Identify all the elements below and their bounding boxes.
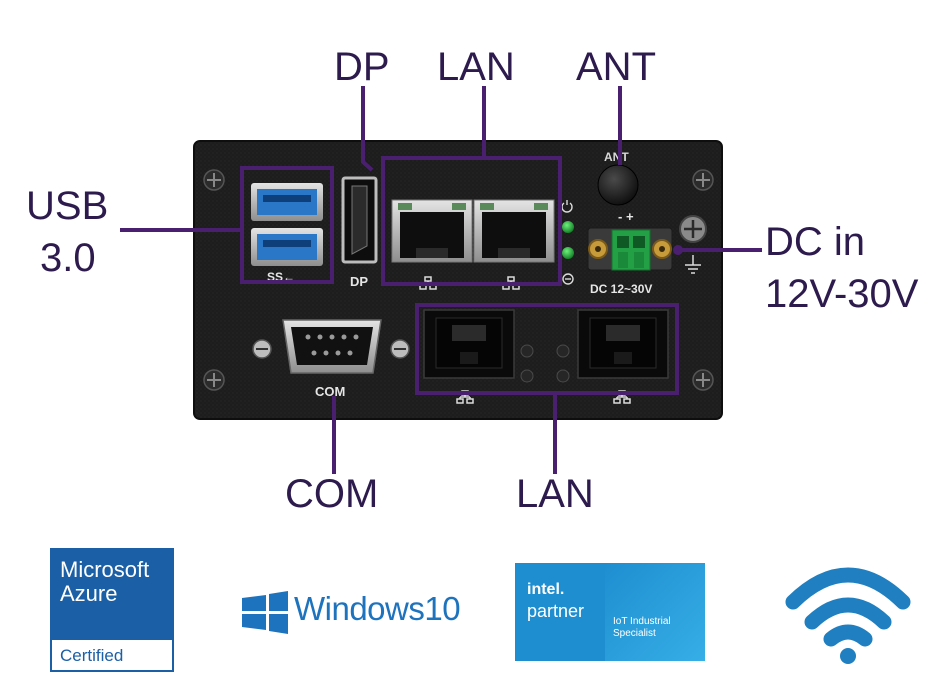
lan-bottom-highlight-box xyxy=(415,303,679,395)
callout-leaders xyxy=(120,86,762,474)
ant-panel-label: ANT xyxy=(604,150,629,164)
displayport-port xyxy=(341,176,378,264)
wifi-icon xyxy=(785,567,911,647)
intel-tier-line1: IoT Industrial xyxy=(613,616,671,627)
panel-screw xyxy=(203,169,225,191)
serial-com-port xyxy=(252,319,410,374)
lan-top-callout-label: LAN xyxy=(437,45,515,89)
panel-screw xyxy=(203,369,225,391)
dc-callout-label: DC in xyxy=(765,220,866,264)
antenna-connector xyxy=(597,164,639,206)
intel-partner-logo: intel. partner IoT Industrial Specialist xyxy=(515,563,705,661)
dc-power-terminal xyxy=(587,227,673,271)
lan-port xyxy=(473,199,555,263)
panel-screw xyxy=(692,169,714,191)
dc-voltage-label: 12V-30V xyxy=(765,272,919,316)
usb-highlight-box xyxy=(240,166,334,284)
usb-callout-label: USB xyxy=(26,184,109,228)
status-led xyxy=(562,221,574,233)
intel-partner-text: partner xyxy=(527,601,585,621)
polarity-label: - + xyxy=(618,209,634,224)
lan-port xyxy=(423,309,515,379)
power-icon xyxy=(561,200,573,213)
lan-top-highlight-box xyxy=(381,156,562,286)
dp-callout-label: DP xyxy=(334,45,390,89)
ground-icon xyxy=(685,255,701,274)
ant-callout-label: ANT xyxy=(576,45,656,89)
usb-port xyxy=(251,183,323,221)
intel-brand-text: intel. xyxy=(527,581,565,598)
azure-logo-line1: Microsoft xyxy=(60,557,150,582)
dp-panel-label: DP xyxy=(350,274,368,289)
intel-tier-line2: Specialist xyxy=(613,628,656,639)
led-lightpipe xyxy=(520,344,570,383)
azure-certified-text: Certified xyxy=(60,646,124,665)
usb-version-label: 3.0 xyxy=(40,236,96,280)
dc-leader-dot xyxy=(673,245,683,255)
status-led xyxy=(562,247,574,259)
dp-leader-line xyxy=(361,86,374,172)
usb-port xyxy=(251,228,323,266)
com-panel-label: COM xyxy=(315,384,345,399)
com-callout-label: COM xyxy=(285,472,379,516)
panel-screw xyxy=(692,369,714,391)
azure-certified-logo: Microsoft Azure Certified xyxy=(50,548,174,672)
storage-activity-icon xyxy=(562,273,574,285)
lan-bottom-callout-label: LAN xyxy=(516,472,594,516)
intel-badge-gradient xyxy=(605,563,705,661)
windows-logo-icon xyxy=(242,591,288,634)
lan-port xyxy=(391,199,473,263)
ground-screw xyxy=(679,215,707,243)
dc-range-label: DC 12~30V xyxy=(590,282,652,296)
lan-port xyxy=(577,309,669,379)
wifi-dot xyxy=(840,648,856,664)
azure-logo-line2: Azure xyxy=(60,581,118,606)
windows-logo-text: Windows10 xyxy=(294,590,461,627)
